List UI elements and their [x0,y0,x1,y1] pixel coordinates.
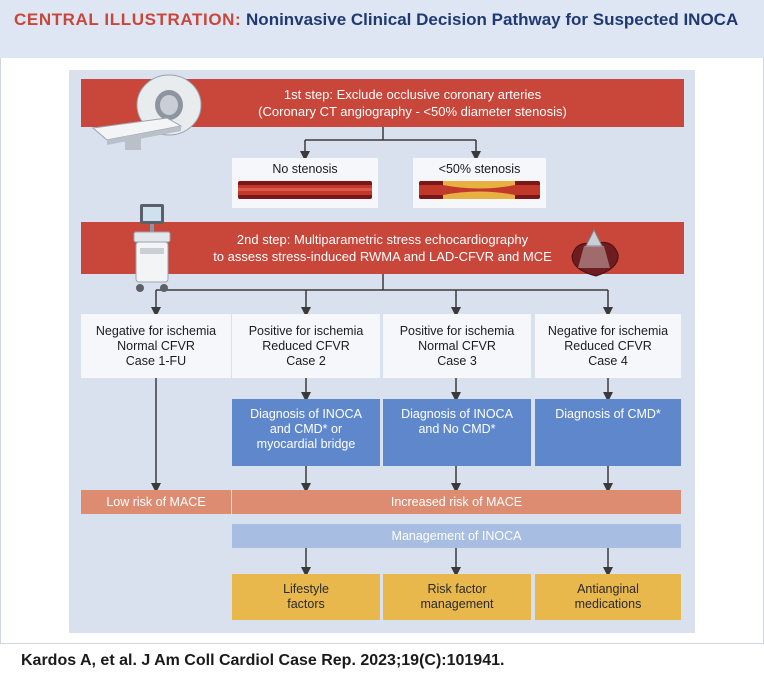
management-label: Management of INOCA [391,528,522,543]
case-3-cfvr: Normal CFVR [418,338,496,353]
diagnosis-3-line2: and No CMD* [418,422,496,436]
artery-icon [238,181,372,199]
case-3-label: Case 3 [437,353,477,368]
case-4-result: Negative for ischemia [547,323,669,338]
management-bar: Management of INOCA [232,524,681,548]
increased-risk-box: Increased risk of MACE [232,490,681,514]
case-2-label: Case 2 [286,353,326,368]
treatment-2-line1: Risk factor [427,582,487,596]
treatment-box-lifestyle: Lifestyle factors [232,574,380,620]
diagnosis-3-line1: Diagnosis of INOCA [401,407,513,421]
ct-scanner-icon [91,74,202,150]
diagnosis-2-line3: myocardial bridge [256,437,356,451]
stenosed-artery-icon [419,181,540,199]
citation-footer: Kardos A, et al. J Am Coll Cardiol Case … [21,652,505,669]
case-4-label: Case 4 [588,353,628,368]
under50-stenosis-box: <50% stenosis [413,158,546,208]
treatment-3-line1: Antianginal [577,582,639,596]
low-risk-box: Low risk of MACE [81,490,231,514]
treatment-2-line2: management [420,597,494,611]
treatment-1-line2: factors [287,597,325,611]
increased-risk-label: Increased risk of MACE [390,494,523,509]
header-title-text: Noninvasive Clinical Decision Pathway fo… [246,10,739,29]
step2-line2: to assess stress-induced RWMA and LAD-CF… [213,249,552,264]
case-2-result: Positive for ischemia [248,323,364,338]
step2-line1: 2nd step: Multiparametric stress echocar… [236,232,529,247]
case-box-2: Positive for ischemia Reduced CFVR Case … [232,314,380,378]
case-box-4: Negative for ischemia Reduced CFVR Case … [535,314,681,378]
diagnosis-box-case4: Diagnosis of CMD* [535,399,681,466]
under50-stenosis-label: <50% stenosis [438,162,521,176]
diagnosis-2-line2: and CMD* or [269,422,343,436]
treatment-3-line2: medications [574,597,642,611]
no-stenosis-label: No stenosis [272,162,338,176]
diagnosis-4-line1: Diagnosis of CMD* [555,407,661,421]
header-lead: CENTRAL ILLUSTRATION: [14,10,242,29]
header-title: CENTRAL ILLUSTRATION: Noninvasive Clinic… [14,9,754,31]
case-1-label: Case 1-FU [125,353,187,368]
heart-probe-icon [571,228,619,277]
case-4-cfvr: Reduced CFVR [564,338,652,353]
case-3-result: Positive for ischemia [399,323,515,338]
diagnosis-box-case3: Diagnosis of INOCA and No CMD* [383,399,531,466]
treatment-1-line1: Lifestyle [283,582,329,596]
diagnosis-2-line1: Diagnosis of INOCA [250,407,362,421]
case-2-cfvr: Reduced CFVR [262,338,350,353]
no-stenosis-box: No stenosis [232,158,378,208]
header-bar: CENTRAL ILLUSTRATION: Noninvasive Clinic… [0,0,764,58]
case-box-1: Negative for ischemia Normal CFVR Case 1… [81,314,231,378]
step1-line2: (Coronary CT angiography - <50% diameter… [258,104,567,119]
low-risk-label: Low risk of MACE [106,494,206,509]
treatment-box-antianginal: Antianginal medications [535,574,681,620]
case-box-3: Positive for ischemia Normal CFVR Case 3 [383,314,531,378]
diagnosis-box-case2: Diagnosis of INOCA and CMD* or myocardia… [232,399,380,466]
case-1-cfvr: Normal CFVR [117,338,195,353]
case-1-result: Negative for ischemia [95,323,217,338]
echocardiography-machine-icon [133,204,171,292]
treatment-box-risk-factor: Risk factor management [383,574,531,620]
step1-line1: 1st step: Exclude occlusive coronary art… [283,87,542,102]
